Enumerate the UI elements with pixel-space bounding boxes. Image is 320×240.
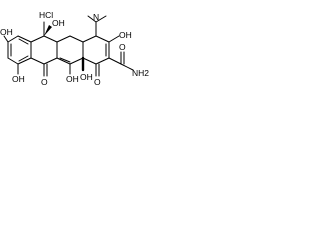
amide-carbon-bond — [108, 57, 122, 65]
enol-oh-bond — [108, 35, 120, 43]
oxygen-bottom-right-label: O — [94, 77, 101, 87]
hcl-label: HCl — [39, 10, 53, 20]
oh-phenol-left-label: OH — [0, 27, 13, 37]
ring-d — [82, 35, 110, 65]
n-dimethyl-label: N — [93, 12, 99, 22]
ring-b — [30, 35, 58, 65]
hydroxy-wedge — [44, 25, 52, 36]
amide-nh2-label: NH2 — [132, 68, 149, 78]
oh-ring-junction-label: OH — [80, 72, 93, 82]
phenol-oh-bond — [3, 35, 9, 43]
oh-phenol-bottom-label: OH — [12, 74, 25, 84]
oxygen-amide-label: O — [119, 42, 126, 52]
oh-top-label: OH — [52, 18, 65, 28]
oxygen-bottom-left-label: O — [41, 77, 48, 87]
amide-nitrogen-bond — [120, 63, 134, 71]
oh-right-top-label: OH — [119, 30, 132, 40]
oh-enol-bottom-label: OH — [66, 74, 79, 84]
molecule-structure: HCl OH N OH OH OH O OH OH O O NH2 — [0, 10, 149, 87]
ring-aromatic — [7, 35, 32, 65]
substituent-bonds — [3, 15, 134, 77]
ring-c — [56, 35, 84, 65]
